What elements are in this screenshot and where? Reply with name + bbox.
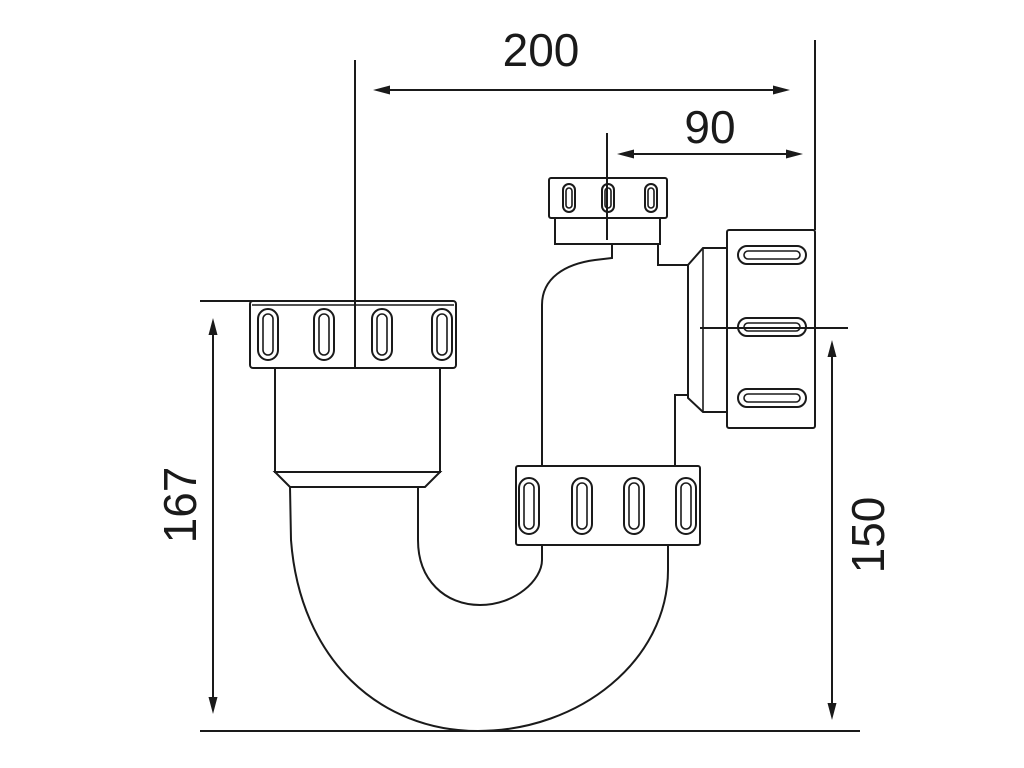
trap-nut-slot xyxy=(675,477,697,535)
inlet-nut xyxy=(249,300,457,369)
inlet-nut-slot xyxy=(257,308,279,361)
dimension-right: 150 xyxy=(827,340,894,720)
slot-inner xyxy=(376,313,388,356)
slot-inner xyxy=(565,187,573,209)
extension-lines xyxy=(200,40,860,732)
arrowhead-left xyxy=(373,85,390,95)
slot-outer xyxy=(623,477,645,535)
trap-nut-body xyxy=(515,465,701,546)
riser-left-wall xyxy=(541,244,613,466)
slot-outer xyxy=(257,308,279,361)
arrowhead-right xyxy=(773,85,790,95)
inlet-nut-slot xyxy=(313,308,335,361)
slot-outer xyxy=(737,388,807,408)
trap-nut-slot xyxy=(571,477,593,535)
dimension-upper-right: 90 xyxy=(617,101,803,159)
arrowhead-bottom xyxy=(208,697,218,714)
outlet-collar xyxy=(687,247,728,413)
slot-inner xyxy=(262,313,274,356)
dimension-top: 200 xyxy=(373,24,790,95)
outlet-nut-slot xyxy=(737,388,807,408)
slot-outer xyxy=(571,477,593,535)
inlet-nut-slot xyxy=(371,308,393,361)
slot-inner xyxy=(743,393,801,403)
slot-outer xyxy=(644,183,658,213)
slot-inner xyxy=(576,482,588,530)
arrowhead-right xyxy=(786,149,803,159)
slot-outer xyxy=(737,245,807,265)
slot-outer xyxy=(518,477,540,535)
arrowhead-bottom xyxy=(827,703,837,720)
trap-nut xyxy=(515,465,701,546)
riser-body xyxy=(541,244,688,466)
u-bend-inner-wall xyxy=(417,487,543,607)
slot-outer xyxy=(313,308,335,361)
arrowhead-top xyxy=(827,340,837,357)
top-nut-slot xyxy=(644,183,658,213)
dimension-left: 167 xyxy=(154,318,218,714)
dimension-label-upper-right: 90 xyxy=(684,101,735,153)
slot-inner xyxy=(436,313,448,356)
top-nut-slot xyxy=(562,183,576,213)
slot-inner xyxy=(318,313,330,356)
slot-inner xyxy=(628,482,640,530)
dimension-label-right: 150 xyxy=(842,497,894,574)
slot-outer xyxy=(371,308,393,361)
inlet-nut-slot xyxy=(431,308,453,361)
inlet-tailpiece xyxy=(272,367,443,488)
slot-inner xyxy=(647,187,655,209)
slot-inner xyxy=(523,482,535,530)
slot-outer xyxy=(675,477,697,535)
arrowhead-top xyxy=(208,318,218,335)
slot-outer xyxy=(431,308,453,361)
arrowhead-left xyxy=(617,149,634,159)
tailpiece-taper xyxy=(272,471,443,488)
slot-outer xyxy=(562,183,576,213)
riser-right-wall xyxy=(674,394,688,466)
inlet-nut-body xyxy=(249,300,457,369)
trap-nut-slot xyxy=(623,477,645,535)
trap-nut-slot xyxy=(518,477,540,535)
dimension-label-left: 167 xyxy=(154,467,206,544)
outlet-nut-slot xyxy=(737,245,807,265)
slot-inner xyxy=(743,250,801,260)
slot-inner xyxy=(680,482,692,530)
tailpiece-tube xyxy=(274,367,441,473)
dimension-label-top: 200 xyxy=(503,24,580,76)
riser-top-right-wall xyxy=(657,244,688,266)
